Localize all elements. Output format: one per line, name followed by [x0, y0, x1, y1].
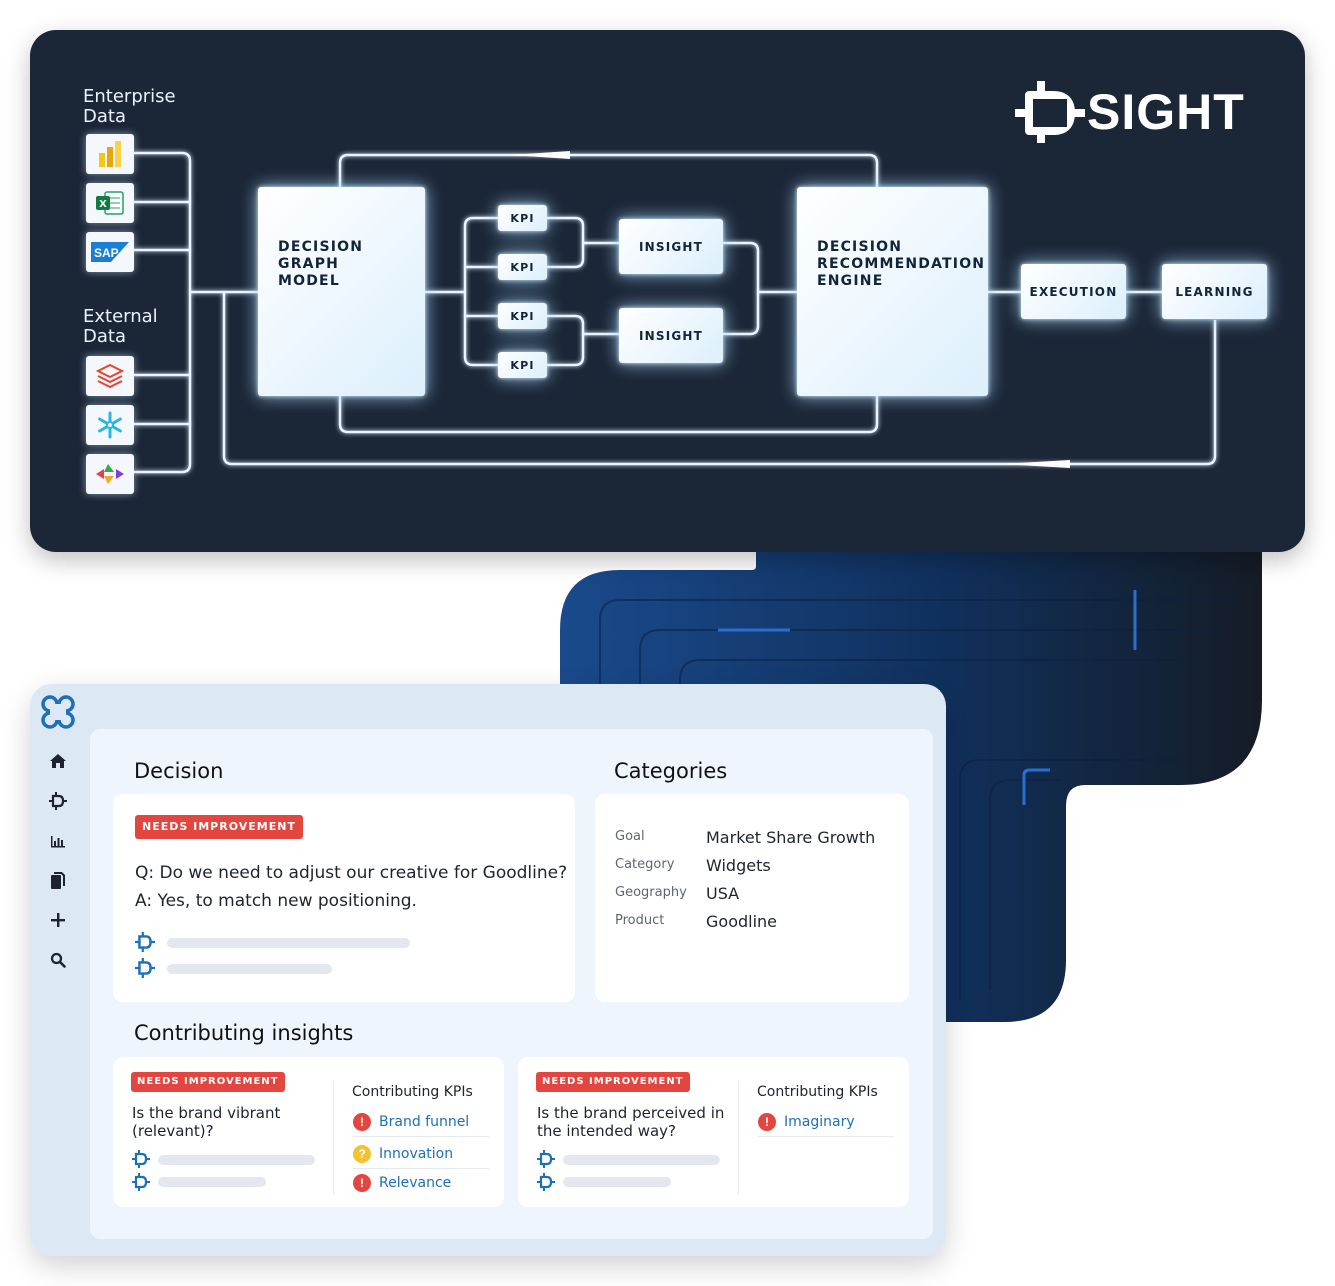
sight-logo: SIGHT	[1015, 76, 1245, 148]
power-bi-icon	[86, 134, 134, 174]
plus-icon	[51, 913, 65, 927]
documents-icon	[51, 872, 65, 889]
placeholder-bar	[158, 1155, 315, 1165]
divider	[738, 1082, 739, 1194]
decision-flow-diagram: Enterprise Data External Data X SAP DECI…	[30, 30, 1305, 552]
sight-logo-icon	[132, 1150, 150, 1168]
sap-icon-text: SAP	[94, 246, 119, 260]
decision-answer: A: Yes, to match new positioning.	[135, 891, 417, 911]
decision-recommendation-engine-node: DECISION RECOMMENDATION ENGINE	[797, 187, 988, 396]
category-key-goal: Goal	[615, 829, 645, 844]
kpi-node-4: KPI	[498, 352, 547, 378]
categories-title: Categories	[614, 759, 728, 783]
placeholder-bar	[563, 1155, 720, 1165]
snowflake-icon	[86, 405, 134, 445]
home-icon	[50, 754, 66, 768]
multicolor-arrows-icon	[86, 454, 134, 494]
placeholder-bar	[167, 964, 332, 974]
sidebar-item-sight[interactable]	[44, 787, 72, 815]
execution-node: EXECUTION	[1021, 264, 1126, 319]
kpi-link: Brand funnel	[379, 1113, 470, 1130]
sight-logo-icon	[132, 1173, 150, 1191]
kpi-node-2: KPI	[498, 254, 547, 280]
kpi-row-relevance[interactable]: ! Relevance	[353, 1168, 489, 1198]
insight-card-2[interactable]: NEEDS IMPROVEMENT Is the brand perceived…	[518, 1057, 909, 1207]
contributing-kpis-title: Contributing KPIs	[352, 1084, 473, 1100]
status-badge: NEEDS IMPROVEMENT	[135, 815, 303, 839]
external-data-label: External Data	[83, 306, 158, 347]
divider	[333, 1082, 334, 1194]
sidebar-item-documents[interactable]	[44, 867, 72, 895]
sight-logo-text: SIGHT	[1087, 84, 1245, 140]
kpi-row-innovation[interactable]: ? Innovation	[353, 1139, 489, 1169]
contributing-insights-title: Contributing insights	[134, 1021, 354, 1045]
placeholder-bar	[563, 1177, 671, 1187]
svg-text:X: X	[99, 199, 107, 210]
sight-logo-icon	[537, 1150, 555, 1168]
sight-logo-mark-icon	[1015, 81, 1085, 143]
kpi-row-imaginary[interactable]: ! Imaginary	[758, 1107, 894, 1137]
alert-icon: !	[353, 1174, 371, 1192]
categories-card: Goal Market Share Growth Category Widget…	[595, 794, 909, 1002]
alert-icon: !	[353, 1112, 371, 1131]
sight-logo-icon	[537, 1173, 555, 1191]
sight-logo-icon	[49, 792, 67, 810]
kpi-link: Imaginary	[784, 1113, 855, 1130]
category-value-category: Widgets	[706, 856, 771, 875]
sidebar-item-add[interactable]	[44, 906, 72, 934]
main-content: Decision NEEDS IMPROVEMENT Q: Do we need…	[90, 729, 933, 1239]
decision-question: Q: Do we need to adjust our creative for…	[135, 863, 568, 883]
kpi-link: Relevance	[379, 1175, 452, 1191]
alert-icon: !	[758, 1112, 776, 1131]
insight-question: Is the brand vibrant (relevant)?	[132, 1104, 281, 1140]
decision-app-window: Decision NEEDS IMPROVEMENT Q: Do we need…	[30, 684, 946, 1256]
sidebar	[30, 684, 88, 1256]
sight-logo-icon	[135, 932, 155, 952]
insight-node-1: INSIGHT	[619, 219, 723, 274]
placeholder-bar	[167, 938, 410, 948]
bar-chart-icon	[51, 836, 65, 848]
status-badge: NEEDS IMPROVEMENT	[536, 1072, 690, 1092]
sight-logo-icon	[135, 958, 155, 978]
decision-graph-model-node: DECISION GRAPH MODEL	[258, 187, 425, 396]
sidebar-item-analytics[interactable]	[44, 827, 72, 855]
decision-card[interactable]: NEEDS IMPROVEMENT Q: Do we need to adjus…	[113, 794, 575, 1002]
sidebar-item-home[interactable]	[44, 747, 72, 775]
excel-icon: X	[86, 183, 134, 223]
placeholder-bar	[158, 1177, 266, 1187]
insight-node-2: INSIGHT	[619, 308, 723, 363]
decision-title: Decision	[134, 759, 224, 783]
sap-icon: SAP	[86, 232, 134, 272]
category-value-product: Goodline	[706, 912, 778, 931]
kpi-node-1: KPI	[498, 205, 547, 231]
learning-node: LEARNING	[1162, 264, 1267, 319]
contributing-kpis-title: Contributing KPIs	[757, 1084, 878, 1100]
databricks-icon	[86, 356, 134, 396]
search-icon	[50, 952, 66, 968]
category-key-geography: Geography	[615, 885, 687, 900]
app-logo-icon[interactable]	[40, 694, 76, 730]
question-icon: ?	[353, 1144, 371, 1163]
kpi-row-brand-funnel[interactable]: ! Brand funnel	[353, 1107, 489, 1137]
enterprise-data-label: Enterprise Data	[83, 86, 176, 127]
status-badge: NEEDS IMPROVEMENT	[131, 1072, 285, 1092]
insight-card-1[interactable]: NEEDS IMPROVEMENT Is the brand vibrant (…	[113, 1057, 504, 1207]
connector-lines	[134, 151, 1217, 474]
category-value-goal: Market Share Growth	[706, 828, 876, 847]
insight-question: Is the brand perceived in the intended w…	[537, 1104, 725, 1140]
kpi-link: Innovation	[379, 1145, 454, 1162]
category-value-geography: USA	[706, 884, 740, 903]
category-key-product: Product	[615, 913, 665, 928]
category-key-category: Category	[615, 857, 675, 872]
kpi-node-3: KPI	[498, 303, 547, 329]
sidebar-item-search[interactable]	[44, 946, 72, 974]
